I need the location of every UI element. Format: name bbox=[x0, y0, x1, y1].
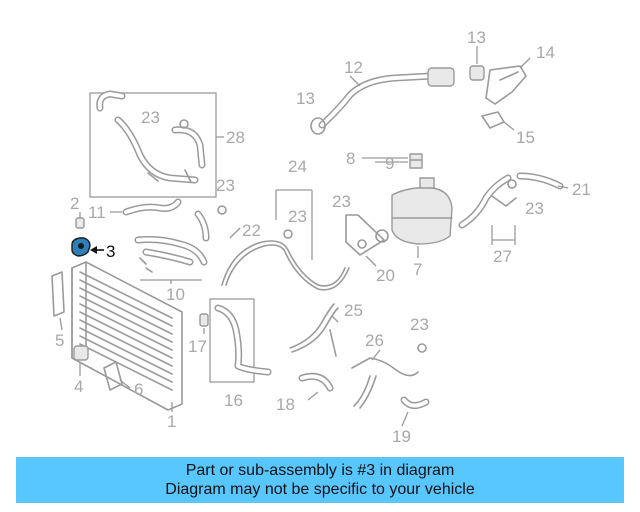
callout-26: 26 bbox=[365, 331, 384, 350]
hose-11 bbox=[122, 198, 182, 216]
radiator-cap-3 bbox=[71, 237, 91, 257]
pipe-26 bbox=[351, 357, 419, 409]
callout-11: 11 bbox=[88, 203, 106, 222]
callout-28: 28 bbox=[226, 128, 245, 147]
pipe-25 bbox=[289, 303, 339, 357]
hose-21 bbox=[458, 172, 564, 229]
callout-13-right: 13 bbox=[467, 28, 486, 47]
info-banner-line-1: Part or sub-assembly is #3 in diagram bbox=[185, 462, 455, 479]
callout-23-c: 23 bbox=[288, 207, 307, 226]
callout-22: 22 bbox=[242, 221, 261, 240]
callout-23-d: 23 bbox=[332, 192, 351, 211]
callout-13-left: 13 bbox=[296, 89, 315, 108]
callout-2: 2 bbox=[70, 194, 79, 213]
callout-1: 1 bbox=[167, 412, 176, 431]
callout-24: 24 bbox=[288, 157, 307, 176]
info-banner-line-2: Diagram may not be specific to your vehi… bbox=[165, 481, 475, 498]
callout-10: 10 bbox=[166, 285, 185, 304]
callout-3: 3 bbox=[106, 242, 115, 261]
info-banner: Part or sub-assembly is #3 in diagram Di… bbox=[16, 457, 624, 503]
callout-4: 4 bbox=[74, 377, 83, 396]
housing-14 bbox=[485, 65, 527, 105]
hose-assembly-28 bbox=[96, 90, 206, 184]
callout-23-f: 23 bbox=[410, 315, 429, 334]
bracket-6 bbox=[103, 361, 123, 391]
clamp-17 bbox=[199, 313, 209, 327]
callout-17: 17 bbox=[188, 337, 207, 356]
gasket-15 bbox=[481, 111, 505, 129]
coolant-pipe-22 bbox=[221, 240, 350, 291]
parts-diagram: 1 2 3 4 5 6 7 8 9 10 11 12 13 13 14 15 1… bbox=[51, 28, 591, 446]
callout-15: 15 bbox=[516, 128, 535, 147]
hose-16 bbox=[214, 304, 272, 376]
hose-18 bbox=[298, 372, 334, 392]
bolt-2 bbox=[75, 217, 85, 229]
callout-9: 9 bbox=[385, 154, 394, 173]
callout-7: 7 bbox=[413, 260, 422, 279]
callout-23-a: 23 bbox=[141, 108, 160, 127]
callout-19: 19 bbox=[392, 427, 411, 446]
callout-21: 21 bbox=[572, 180, 591, 199]
callout-5: 5 bbox=[55, 331, 64, 350]
callout-14: 14 bbox=[536, 43, 555, 62]
bracket-5 bbox=[51, 271, 65, 317]
clamp-23 bbox=[179, 119, 517, 353]
callout-23-e: 23 bbox=[525, 199, 544, 218]
filler-pipe-12 bbox=[310, 67, 455, 135]
callout-27: 27 bbox=[493, 247, 512, 266]
hose-upper-10 bbox=[194, 210, 210, 242]
callout-8: 8 bbox=[346, 149, 355, 168]
pipe-20 bbox=[345, 214, 389, 256]
callout-23-b: 23 bbox=[216, 176, 235, 195]
callout-20: 20 bbox=[376, 266, 395, 285]
mount-4 bbox=[73, 345, 89, 361]
radiator-1 bbox=[71, 261, 183, 411]
expansion-tank-7 bbox=[391, 177, 453, 245]
callout-12: 12 bbox=[344, 58, 363, 77]
box-group-28 bbox=[89, 92, 217, 198]
callout-18: 18 bbox=[276, 395, 295, 414]
box-group-16 bbox=[209, 298, 255, 383]
cap-13 bbox=[469, 65, 485, 81]
callout-6: 6 bbox=[134, 380, 143, 399]
callout-25: 25 bbox=[344, 301, 363, 320]
hose-10 bbox=[134, 236, 208, 273]
hose-19 bbox=[400, 396, 430, 409]
callout-16: 16 bbox=[224, 391, 243, 410]
